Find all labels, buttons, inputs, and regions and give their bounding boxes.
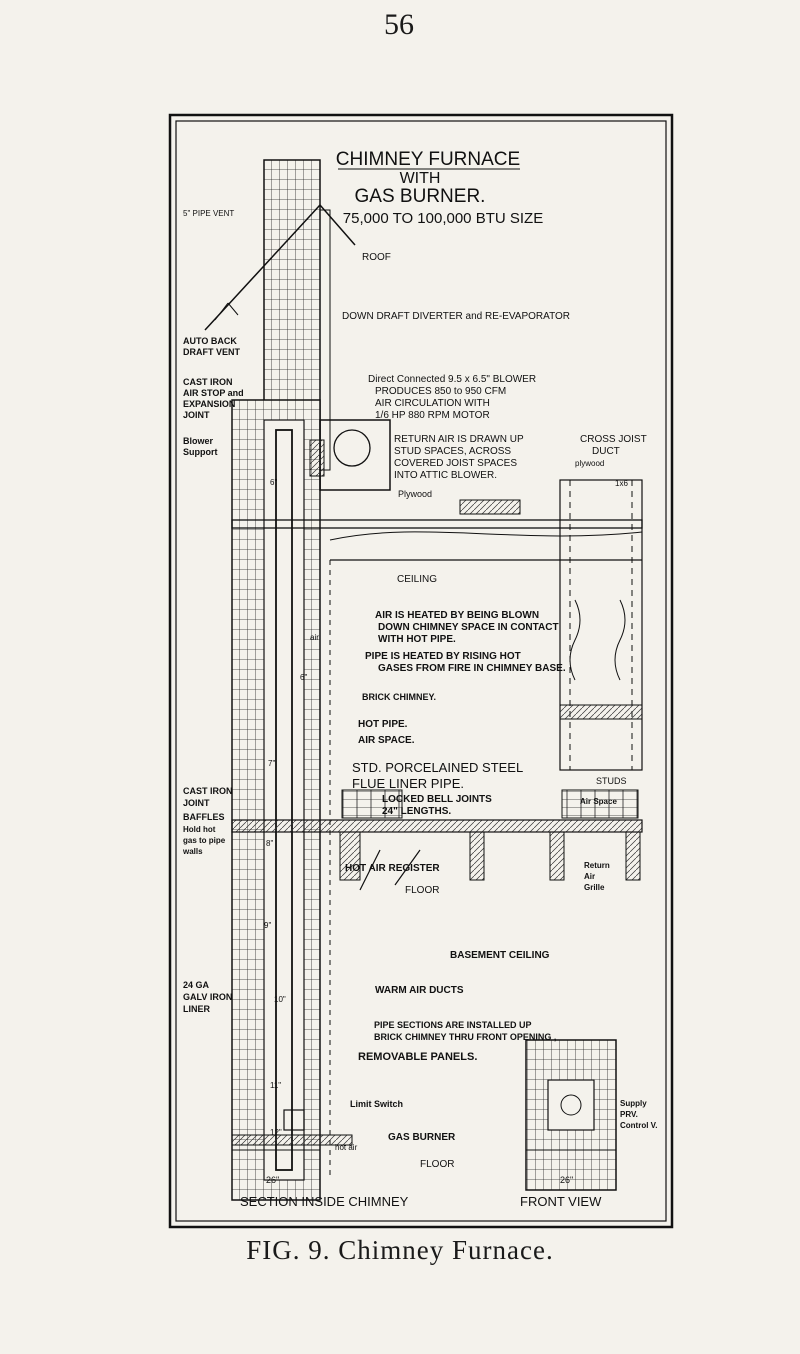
upper-floor xyxy=(231,819,643,833)
hot-air-register xyxy=(341,789,403,819)
cross-joist-1: CROSS JOIST xyxy=(580,434,647,445)
blower-note-2: PRODUCES 850 to 950 CFM xyxy=(375,386,506,397)
hot-pipe-label: HOT PIPE. xyxy=(358,719,408,730)
air-heated-2: DOWN CHIMNEY SPACE IN CONTACT xyxy=(378,622,559,633)
blower-note-1: Direct Connected 9.5 x 6.5" BLOWER xyxy=(368,374,536,385)
return-grille-3: Grille xyxy=(584,883,605,892)
dim-8: 8" xyxy=(266,839,273,848)
dim-6: 6" xyxy=(270,478,277,487)
std-porcelain-2: FLUE LINER PIPE. xyxy=(352,776,464,791)
air-space-right: Air Space xyxy=(580,797,617,806)
ceiling-label: CEILING xyxy=(397,574,437,585)
supply-1: Supply xyxy=(620,1099,647,1108)
dim-1x6: 1x6 xyxy=(615,479,628,488)
pipe-sections-2: BRICK CHIMNEY THRU FRONT OPENING , xyxy=(374,1032,556,1042)
air-space-label: AIR SPACE. xyxy=(358,735,415,746)
dim-9: 9" xyxy=(264,921,271,930)
down-draft-label: DOWN DRAFT DIVERTER and RE-EVAPORATOR xyxy=(342,311,570,322)
cast-iron-joint-2: JOINT xyxy=(183,798,210,808)
locked-bell-1: LOCKED BELL JOINTS xyxy=(382,794,492,805)
supply-2: PRV. xyxy=(620,1110,638,1119)
dim-10: 10" xyxy=(274,995,286,1004)
supply-3: Control V. xyxy=(620,1121,657,1130)
dim-11: 11" xyxy=(270,1081,281,1090)
locked-bell-2: 24" LENGTHS. xyxy=(382,806,451,817)
return-air-1: RETURN AIR IS DRAWN UP xyxy=(394,434,524,445)
pipe-vent-label: 5" PIPE VENT xyxy=(183,209,234,218)
roof-label: ROOF xyxy=(362,252,391,263)
cast-iron-stop-3: EXPANSION xyxy=(183,399,235,409)
flue-space xyxy=(263,419,305,1181)
pipe-heated-1: PIPE IS HEATED BY RISING HOT xyxy=(365,651,521,662)
basement-ceiling-label: BASEMENT CEILING xyxy=(450,950,550,961)
blower-note-3: AIR CIRCULATION WITH xyxy=(375,398,490,409)
return-grille-2: Air xyxy=(584,872,595,881)
page-number: 56 xyxy=(384,8,414,41)
roof-line xyxy=(204,203,356,331)
air-heated-3: WITH HOT PIPE. xyxy=(378,634,456,645)
floor-upper-label: FLOOR xyxy=(405,885,439,896)
return-air-4: INTO ATTIC BLOWER. xyxy=(394,470,497,481)
stud-space xyxy=(559,479,643,771)
baffles-2: Hold hot xyxy=(183,825,216,834)
title-line1: CHIMNEY FURNACE xyxy=(336,149,520,170)
galv-liner-2: GALV IRON xyxy=(183,992,232,1002)
studs-label: STUDS xyxy=(596,776,627,786)
dim-26-right: 26" xyxy=(560,1175,573,1185)
baffles-3: gas to pipe xyxy=(183,836,226,845)
brick-chimney-label: BRICK CHIMNEY. xyxy=(362,692,436,702)
return-grille xyxy=(561,789,639,819)
cast-iron-stop-2: AIR STOP and xyxy=(183,388,244,398)
plywood-left: Plywood xyxy=(398,489,432,499)
dim-7: 7" xyxy=(268,759,275,768)
title-line3: GAS BURNER. xyxy=(355,186,486,207)
title-line4: 75,000 TO 100,000 BTU SIZE xyxy=(343,210,543,227)
return-grille-1: Return xyxy=(584,861,610,870)
figure-caption: FIG. 9. Chimney Furnace. xyxy=(246,1235,554,1265)
pipe-sections-1: PIPE SECTIONS ARE INSTALLED UP xyxy=(374,1020,532,1030)
warm-air-ducts-label: WARM AIR DUCTS xyxy=(375,985,464,996)
title-line2: WITH xyxy=(400,170,441,187)
pipe-heated-2: GASES FROM FIRE IN CHIMNEY BASE. xyxy=(378,663,566,674)
dim-26-left: 26" xyxy=(266,1175,279,1185)
galv-liner-1: 24 GA xyxy=(183,980,210,990)
auto-back-draft-1: AUTO BACK xyxy=(183,336,237,346)
limit-switch-label: Limit Switch xyxy=(350,1099,403,1109)
cast-iron-stop-1: CAST IRON xyxy=(183,377,233,387)
gas-burner-label: GAS BURNER xyxy=(388,1132,456,1143)
air-heated-1: AIR IS HEATED BY BEING BLOWN xyxy=(375,610,539,621)
diagram-inner-frame xyxy=(175,120,667,1222)
dim-12: 12" xyxy=(270,1128,282,1137)
std-porcelain-1: STD. PORCELAINED STEEL xyxy=(352,760,523,775)
return-air-2: STUD SPACES, ACROSS xyxy=(394,446,511,457)
diagram-frame xyxy=(168,113,674,1229)
front-view-label: FRONT VIEW xyxy=(520,1194,602,1209)
blower-support-2: Support xyxy=(183,447,218,457)
hot-air-register-label: HOT AIR REGISTER xyxy=(345,863,440,874)
blower-wheel xyxy=(333,429,371,467)
flue-liner-pipe xyxy=(275,429,293,1171)
hot-air-label: hot air xyxy=(335,1143,358,1152)
baffles-1: BAFFLES xyxy=(183,812,225,822)
lower-floor xyxy=(231,1134,353,1146)
section-label: SECTION INSIDE CHIMNEY xyxy=(240,1194,409,1209)
baffles-4: walls xyxy=(182,847,203,856)
plywood-right: plywood xyxy=(575,459,604,468)
air-label: air xyxy=(310,633,319,642)
cross-joist-2: DUCT xyxy=(592,446,620,457)
floor-lower-label: FLOOR xyxy=(420,1159,454,1170)
return-air-3: COVERED JOIST SPACES xyxy=(394,458,517,469)
blower-note-4: 1/6 HP 880 RPM MOTOR xyxy=(375,410,490,421)
front-opening xyxy=(547,1079,595,1131)
blower-support-1: Blower xyxy=(183,436,214,446)
auto-back-draft-2: DRAFT VENT xyxy=(183,347,240,357)
galv-liner-3: LINER xyxy=(183,1004,211,1014)
dim-6b: 6" xyxy=(300,673,307,682)
cast-iron-stop-4: JOINT xyxy=(183,410,210,420)
removable-label: REMOVABLE PANELS. xyxy=(358,1051,477,1063)
cast-iron-joint-1: CAST IRON xyxy=(183,786,233,796)
